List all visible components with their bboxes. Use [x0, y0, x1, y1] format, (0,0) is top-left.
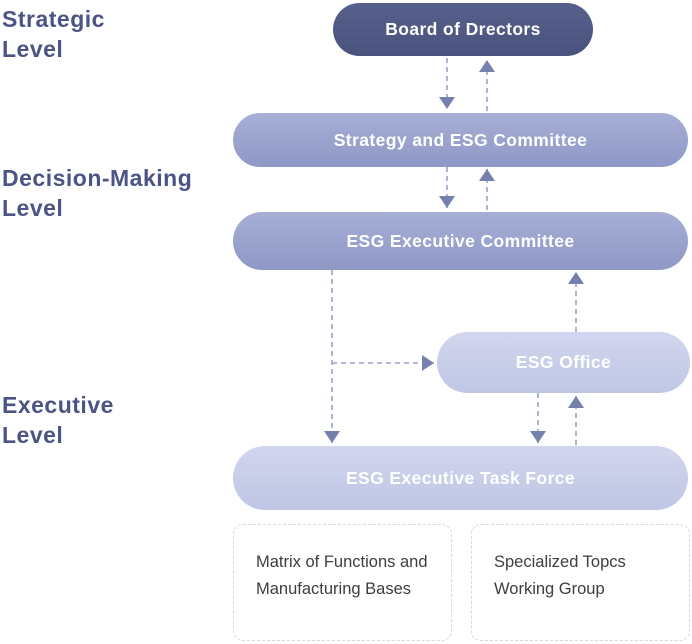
level-label-decision-making: Decision-Making Level: [2, 163, 192, 223]
level-label-line: Strategic: [2, 6, 105, 32]
node-esg-executive-committee: ESG Executive Committee: [233, 212, 688, 270]
level-label-line: Level: [2, 195, 64, 221]
box-matrix-label: Matrix of Functions and Manufacturing Ba…: [256, 553, 428, 598]
level-label-line: Level: [2, 422, 64, 448]
level-label-line: Executive: [2, 392, 114, 418]
node-esg-executive-task-force: ESG Executive Task Force: [233, 446, 688, 510]
node-strategy-and-esg-committee: Strategy and ESG Committee: [233, 113, 688, 167]
node-board-of-directors: Board of Drectors: [333, 3, 593, 56]
level-label-line: Level: [2, 36, 64, 62]
level-label-executive: Executive Level: [2, 390, 114, 450]
box-specialized-label: Specialized Topcs Working Group: [494, 553, 626, 598]
box-matrix-of-functions: Matrix of Functions and Manufacturing Ba…: [233, 524, 452, 641]
node-esg-office: ESG Office: [437, 332, 690, 393]
level-label-line: Decision-Making: [2, 165, 193, 191]
level-label-strategic: Strategic Level: [2, 4, 105, 64]
box-specialized-topics-working-group: Specialized Topcs Working Group: [471, 524, 690, 641]
